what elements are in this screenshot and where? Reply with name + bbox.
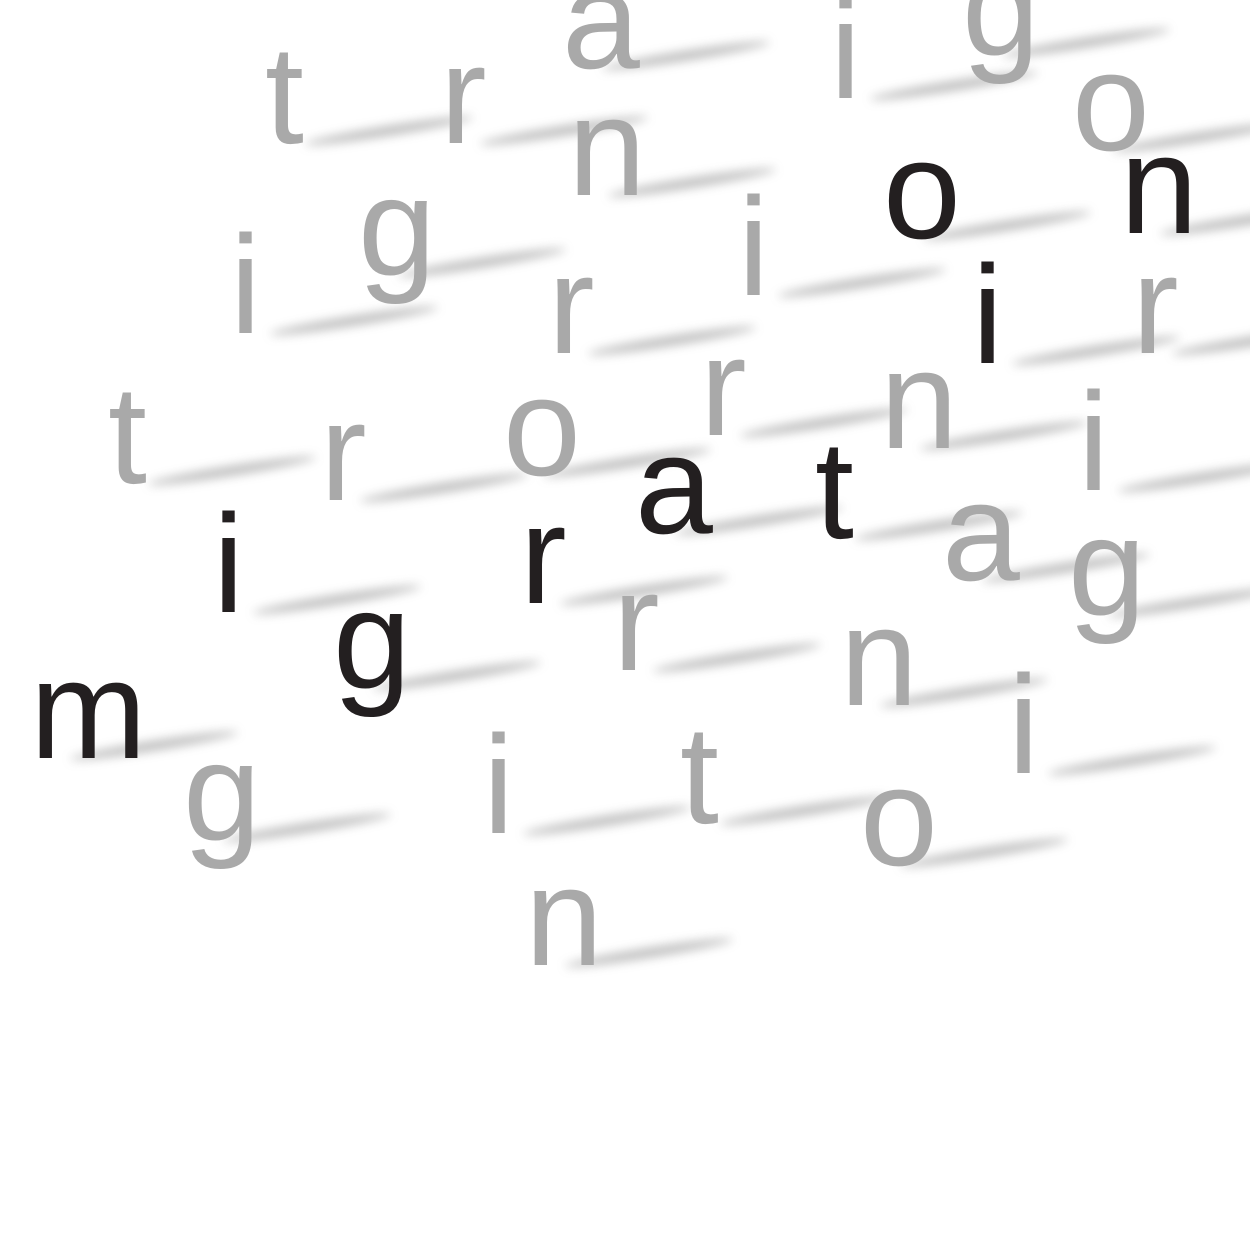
background-letter-i: i <box>830 0 862 128</box>
letter-shadow <box>1171 322 1250 359</box>
primary-letter-i: i <box>213 485 245 642</box>
primary-letter-n: n <box>1120 106 1198 263</box>
background-letter-g: g <box>183 713 261 870</box>
background-letter-i: i <box>1008 646 1040 803</box>
background-letter-t: t <box>108 356 147 513</box>
letter-shadow <box>147 452 317 489</box>
background-letter-o: o <box>503 348 581 505</box>
background-letter-n: n <box>568 68 646 225</box>
background-letter-t: t <box>680 696 719 853</box>
primary-letter-r: r <box>520 476 567 633</box>
primary-letter-o: o <box>883 111 961 268</box>
background-letter-r: r <box>700 308 747 465</box>
letter-shadow <box>652 639 822 676</box>
background-letter-i: i <box>1078 363 1110 520</box>
primary-letter-i: i <box>972 236 1004 393</box>
background-letter-r: r <box>320 373 367 530</box>
background-letter-i: i <box>738 168 770 325</box>
letter-shadow <box>777 264 947 301</box>
background-letter-t: t <box>265 16 304 173</box>
background-letter-i: i <box>483 706 515 863</box>
background-letter-a: a <box>942 453 1020 610</box>
background-letter-r: r <box>1132 226 1179 383</box>
background-letter-r: r <box>548 226 595 383</box>
background-letter-n: n <box>525 838 603 995</box>
letter-shadow <box>1047 742 1217 779</box>
background-letter-o: o <box>860 738 938 895</box>
background-letter-n: n <box>880 321 958 478</box>
background-letter-r: r <box>613 543 660 700</box>
background-letter-g: g <box>358 148 436 305</box>
background-letter-r: r <box>440 16 487 173</box>
primary-letter-g: g <box>333 561 411 718</box>
background-letter-n: n <box>840 578 918 735</box>
letter-shadow <box>269 302 439 339</box>
primary-letter-a: a <box>635 406 713 563</box>
letter-shadow <box>522 802 692 839</box>
background-letter-o: o <box>1072 23 1150 180</box>
background-letter-i: i <box>230 206 262 363</box>
primary-letter-t: t <box>815 411 854 568</box>
background-letter-g: g <box>962 0 1040 85</box>
background-letter-a: a <box>562 0 640 98</box>
primary-letter-m: m <box>30 631 147 788</box>
background-letter-g: g <box>1068 488 1146 645</box>
